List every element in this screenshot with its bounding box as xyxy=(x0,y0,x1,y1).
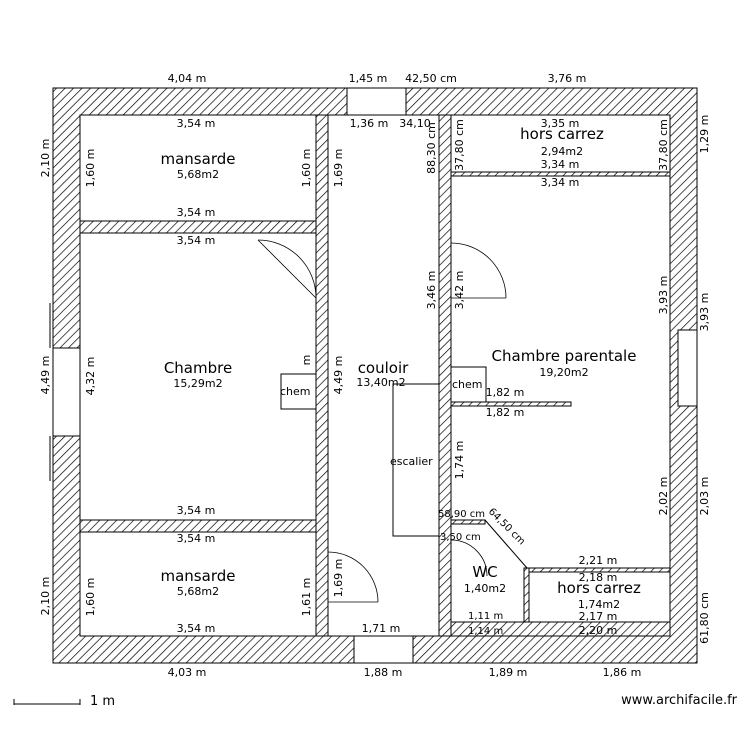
wall-couloir-right xyxy=(438,114,452,637)
dim-co-bottom: 1,71 m xyxy=(362,622,401,635)
dim-m1-left: 1,60 m xyxy=(84,149,97,188)
wall-mansarde-bottom xyxy=(79,519,317,533)
dim-hc-bottom: 3,34 m xyxy=(541,158,580,171)
dim-co-left-3: 1,69 m xyxy=(332,559,345,598)
dim-ch-left: 4,32 m xyxy=(84,357,97,396)
dim-wc-d: 1,14 m xyxy=(468,626,503,637)
scale-bar xyxy=(13,699,81,705)
window-top xyxy=(346,87,407,116)
dim-hc2-bottom: 2,17 m xyxy=(579,610,618,623)
dim-hc-left: 37,80 cm xyxy=(453,119,466,171)
dim-top-2: 1,45 m xyxy=(349,72,388,85)
dim-cp-right: 3,93 m xyxy=(657,276,670,315)
dim-m1-top: 3,54 m xyxy=(177,117,216,130)
room-area-wc: 1,40m2 xyxy=(464,582,506,595)
wall-wc-top xyxy=(450,519,486,525)
door-chambre xyxy=(257,239,317,299)
dim-m1-right: 1,60 m xyxy=(300,149,313,188)
dim-m1-bottom: 3,54 m xyxy=(177,206,216,219)
chimney-left xyxy=(280,373,317,410)
dim-m2-top: 3,54 m xyxy=(177,532,216,545)
room-area-couloir: 13,40m2 xyxy=(356,376,405,389)
room-name-chambre: Chambre xyxy=(164,359,232,377)
room-area-mansarde-top: 5,68m2 xyxy=(177,168,219,181)
scale-label: 1 m xyxy=(90,694,115,709)
room-name-mansarde-top: mansarde xyxy=(161,150,236,168)
wall-hors-carrez-top xyxy=(450,171,671,177)
dim-ch-right: m xyxy=(300,355,313,366)
dim-bottom-1: 4,03 m xyxy=(168,666,207,679)
dim-hc-bottom2: 3,34 m xyxy=(541,176,580,189)
dim-bottom-2: 1,88 m xyxy=(364,666,403,679)
dim-left-1: 2,10 m xyxy=(39,139,52,178)
dim-co-left-2: 4,49 m xyxy=(332,356,345,395)
dim-cp-chem-bottom: 1,82 m xyxy=(486,406,525,419)
room-name-parentale: Chambre parentale xyxy=(492,347,637,365)
dim-top-3: 42,50 cm xyxy=(405,72,457,85)
dim-hc2-top2: 2,18 m xyxy=(579,571,618,584)
dim-cp-low: 1,74 m xyxy=(453,441,466,480)
dim-ch-bottom: 3,54 m xyxy=(177,504,216,517)
dim-wc-e: 64,50 cm xyxy=(486,506,527,547)
wall-bottom-strip xyxy=(450,621,671,637)
dim-cp-chem-top: 1,82 m xyxy=(486,386,525,399)
dim-cp-left: 3,42 m xyxy=(453,271,466,310)
dim-hc-top: 3,35 m xyxy=(541,117,580,130)
room-name-hors-carrez-bottom: hors carrez xyxy=(557,579,641,597)
dim-co-left-1: 1,69 m xyxy=(332,149,345,188)
dim-left-3: 2,10 m xyxy=(39,577,52,616)
dim-cp-right2: 2,02 m xyxy=(657,477,670,516)
room-area-hors-carrez-top: 2,94m2 xyxy=(541,145,583,158)
dim-hc2-bottom2: 2,20 m xyxy=(579,624,618,637)
dim-m2-left: 1,60 m xyxy=(84,578,97,617)
dim-cp-left2: 3,46 m xyxy=(425,271,438,310)
dim-wc-a: 58,90 cm xyxy=(438,509,485,520)
dim-hc-right: 37,80 cm xyxy=(657,119,670,171)
window-right xyxy=(677,329,698,407)
dim-bottom-4: 1,86 m xyxy=(603,666,642,679)
dim-right-4: 61,80 cm xyxy=(698,592,711,644)
room-area-hors-carrez-bottom: 1,74m2 xyxy=(578,598,620,611)
dim-top-4: 3,76 m xyxy=(548,72,587,85)
dim-co-top: 1,36 m xyxy=(350,117,389,130)
dim-right-2: 3,93 m xyxy=(698,293,711,332)
wall-mansarde-top xyxy=(79,220,317,234)
chimney-right xyxy=(450,366,487,403)
dim-wc-b: 3,50 cm xyxy=(440,532,481,543)
room-area-parentale: 19,20m2 xyxy=(539,366,588,379)
door-parentale xyxy=(450,242,507,299)
dim-co-top2: 34,10 xyxy=(399,117,431,130)
door-mansarde-bottom xyxy=(327,551,379,603)
wall-parentale-chem xyxy=(450,401,572,407)
room-name-couloir: couloir xyxy=(358,359,409,377)
wc-diagonal-wall xyxy=(484,519,528,569)
wall-couloir-left xyxy=(315,114,329,637)
website-label: www.archifacile.fr xyxy=(621,693,737,708)
label-chimney-right: chem xyxy=(452,378,483,391)
label-staircase: escalier xyxy=(390,455,433,468)
window-left xyxy=(52,347,81,437)
room-area-chambre: 15,29m2 xyxy=(173,377,222,390)
dim-left-2: 4,49 m xyxy=(39,356,52,395)
label-chimney-left: chem xyxy=(280,385,311,398)
dim-bottom-3: 1,89 m xyxy=(489,666,528,679)
dim-hc2-top: 2,21 m xyxy=(579,554,618,567)
room-name-mansarde-bottom: mansarde xyxy=(161,567,236,585)
window-bottom xyxy=(353,635,414,664)
dim-m2-bottom: 3,54 m xyxy=(177,622,216,635)
dim-ch-top: 3,54 m xyxy=(177,234,216,247)
dim-right-3: 2,03 m xyxy=(698,477,711,516)
dim-hc-ext: 88,30 cm xyxy=(425,122,438,174)
dim-top-1: 4,04 m xyxy=(168,72,207,85)
dim-m2-right: 1,61 m xyxy=(300,578,313,617)
room-name-hors-carrez-top: hors carrez xyxy=(520,125,604,143)
staircase xyxy=(392,383,440,537)
room-name-wc: WC xyxy=(472,563,497,581)
room-area-mansarde-bottom: 5,68m2 xyxy=(177,585,219,598)
dim-right-1: 1,29 m xyxy=(698,115,711,154)
door-wc xyxy=(450,539,488,577)
dim-wc-c: 1,11 m xyxy=(468,611,503,622)
